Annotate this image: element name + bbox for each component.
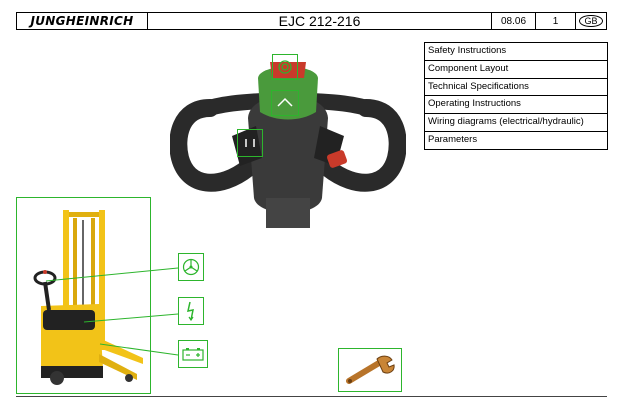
menu-item-technical-specifications[interactable]: Technical Specifications — [425, 79, 607, 97]
stacker-truck-image — [16, 197, 151, 394]
document-date: 08.06 — [492, 13, 536, 29]
section-menu: Safety Instructions Component Layout Tec… — [424, 42, 608, 150]
steering-wheel-icon[interactable] — [178, 253, 204, 281]
wrench-icon[interactable] — [338, 348, 402, 392]
language-code: GB — [579, 15, 603, 27]
emergency-stop-icon[interactable] — [272, 54, 298, 80]
model-title: EJC 212-216 — [148, 13, 492, 29]
menu-item-operating-instructions[interactable]: Operating Instructions — [425, 96, 607, 115]
lift-lower-buttons-icon[interactable] — [237, 129, 263, 157]
language-badge: GB — [576, 13, 606, 29]
menu-item-parameters[interactable]: Parameters — [428, 133, 478, 145]
page-number: 1 — [536, 13, 576, 29]
footer-divider — [16, 396, 607, 397]
brand-logo: JUNGHEINRICH — [17, 13, 148, 29]
menu-item-component-layout[interactable]: Component Layout — [425, 61, 607, 79]
lightning-icon[interactable] — [178, 297, 204, 325]
menu-item-safety-instructions[interactable]: Safety Instructions — [425, 43, 607, 61]
battery-icon[interactable] — [178, 340, 208, 368]
drive-direction-icon[interactable] — [271, 90, 299, 116]
document-header: JUNGHEINRICH EJC 212-216 08.06 1 GB — [16, 12, 607, 30]
menu-item-wiring-diagrams[interactable]: Wiring diagrams (electrical/hydraulic) — [425, 114, 607, 132]
